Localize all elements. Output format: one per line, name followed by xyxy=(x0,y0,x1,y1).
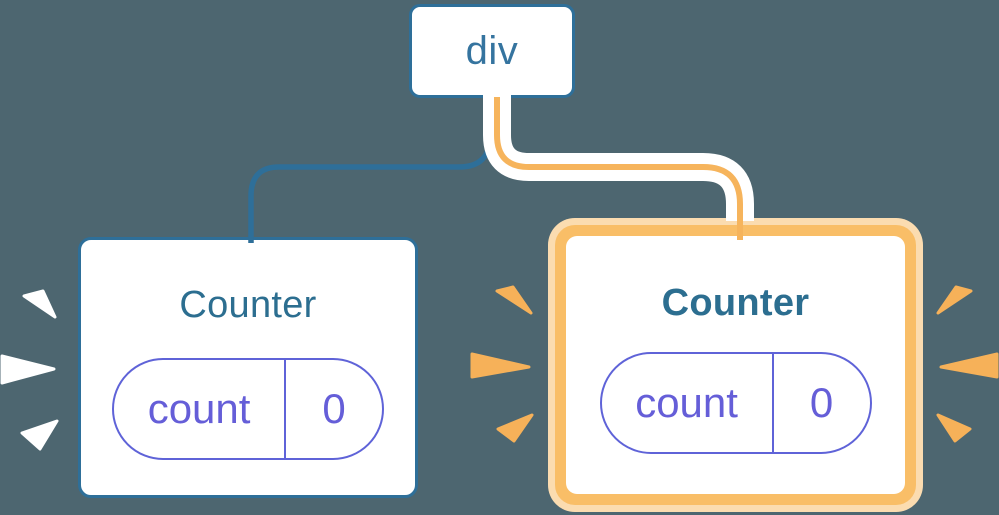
counter-card-left-title: Counter xyxy=(179,284,317,326)
state-pill-left: count 0 xyxy=(112,358,384,460)
burst-ray-icon xyxy=(939,352,999,379)
state-pill-right-value: 0 xyxy=(809,379,834,426)
burst-left-counter xyxy=(0,289,59,451)
burst-ray-icon xyxy=(936,285,973,315)
burst-ray-icon xyxy=(936,413,972,443)
counter-card-right: Counter count 0 xyxy=(566,236,905,494)
burst-right-counter-right xyxy=(936,285,999,443)
state-pill-left-value: 0 xyxy=(322,385,346,432)
state-pill-right: count 0 xyxy=(599,352,872,454)
tree-node-div: div xyxy=(409,4,575,98)
state-pill-left-key: count xyxy=(114,360,287,458)
burst-ray-icon xyxy=(22,289,57,319)
burst-right-counter-left xyxy=(470,285,534,443)
burst-ray-icon xyxy=(20,419,59,451)
tree-node-div-label: div xyxy=(465,28,519,73)
burst-ray-icon xyxy=(470,352,531,379)
counter-card-left: Counter count 0 xyxy=(78,237,418,498)
burst-ray-icon xyxy=(496,413,534,443)
state-pill-right-key: count xyxy=(602,354,774,452)
edge-div-to-left-counter xyxy=(248,104,493,243)
counter-card-right-title: Counter xyxy=(661,282,810,324)
burst-ray-icon xyxy=(0,354,56,385)
edge-div-to-right-counter-casing xyxy=(483,95,754,221)
counter-card-right-highlight-halo: Counter count 0 xyxy=(548,218,923,512)
counter-card-right-highlight-ring: Counter count 0 xyxy=(555,225,916,505)
burst-ray-icon xyxy=(495,285,533,315)
